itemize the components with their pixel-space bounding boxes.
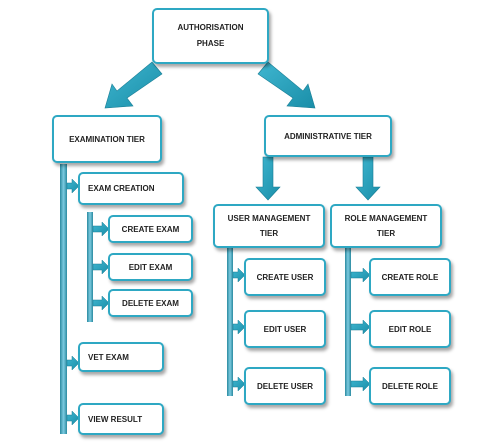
- role-management-line2: TIER: [376, 229, 396, 238]
- delete-role-label: DELETE ROLE: [381, 381, 438, 391]
- create-user-node: CREATE USER: [244, 258, 326, 296]
- edit-exam-node: EDIT EXAM: [108, 253, 193, 281]
- view-result-label: VIEW RESULT: [88, 414, 143, 424]
- arrow-to-edit-user: [232, 319, 246, 335]
- arrow-to-exam-creation: [66, 178, 80, 194]
- arrow-to-edit-exam: [92, 259, 110, 275]
- administrative-tier-label: ADMINISTRATIVE TIER: [284, 131, 372, 141]
- edit-role-node: EDIT ROLE: [369, 310, 451, 348]
- arrow-to-view-result: [66, 410, 80, 426]
- delete-user-label: DELETE USER: [256, 381, 313, 391]
- examination-tier-label: EXAMINATION TIER: [69, 134, 145, 144]
- vet-exam-label: VET EXAM: [88, 352, 129, 362]
- exam-creation-node: EXAM CREATION: [78, 172, 184, 205]
- vet-exam-node: VET EXAM: [78, 342, 164, 372]
- edit-exam-label: EDIT EXAM: [128, 262, 173, 272]
- delete-role-node: DELETE ROLE: [369, 367, 451, 405]
- arrow-to-create-user: [232, 267, 246, 283]
- edit-role-label: EDIT ROLE: [388, 324, 432, 334]
- arrow-to-role-management: [355, 156, 381, 201]
- role-management-bar: [345, 248, 351, 396]
- user-management-bar: [227, 248, 233, 396]
- exam-creation-bar: [87, 212, 93, 322]
- arrow-to-examination-tier: [104, 61, 163, 109]
- authorisation-phase-node: AUTHORISATION PHASE: [152, 8, 269, 64]
- arrow-to-delete-exam: [92, 295, 110, 311]
- user-management-line2: TIER: [259, 229, 279, 238]
- arrow-to-delete-user: [232, 376, 246, 392]
- view-result-node: VIEW RESULT: [78, 403, 164, 435]
- delete-exam-node: DELETE EXAM: [108, 289, 193, 317]
- role-management-tier-node: ROLE MANAGEMENT TIER: [330, 204, 442, 248]
- arrow-to-edit-role: [350, 319, 371, 335]
- role-management-line1: ROLE MANAGEMENT: [344, 214, 428, 223]
- authorisation-phase-line1: AUTHORISATION: [177, 23, 244, 32]
- edit-user-label: EDIT USER: [263, 324, 307, 334]
- exam-creation-label: EXAM CREATION: [88, 184, 155, 193]
- arrow-to-administrative-tier: [257, 61, 316, 109]
- create-exam-node: CREATE EXAM: [108, 215, 193, 243]
- arrow-to-delete-role: [350, 376, 371, 392]
- user-management-line1: USER MANAGEMENT: [227, 214, 311, 223]
- arrow-to-user-management: [255, 156, 281, 201]
- delete-exam-label: DELETE EXAM: [122, 298, 179, 308]
- create-user-label: CREATE USER: [256, 272, 314, 282]
- create-role-node: CREATE ROLE: [369, 258, 451, 296]
- administrative-tier-node: ADMINISTRATIVE TIER: [264, 115, 392, 157]
- create-role-label: CREATE ROLE: [381, 272, 439, 282]
- authorisation-phase-line2: PHASE: [196, 39, 225, 48]
- arrow-to-create-role: [350, 267, 371, 283]
- delete-user-node: DELETE USER: [244, 367, 326, 405]
- user-management-tier-node: USER MANAGEMENT TIER: [213, 204, 325, 248]
- arrow-to-create-exam: [92, 221, 110, 237]
- create-exam-label: CREATE EXAM: [121, 224, 180, 234]
- examination-tier-node: EXAMINATION TIER: [52, 115, 162, 163]
- examination-tier-bar: [60, 164, 67, 434]
- arrow-to-vet-exam: [66, 355, 80, 371]
- edit-user-node: EDIT USER: [244, 310, 326, 348]
